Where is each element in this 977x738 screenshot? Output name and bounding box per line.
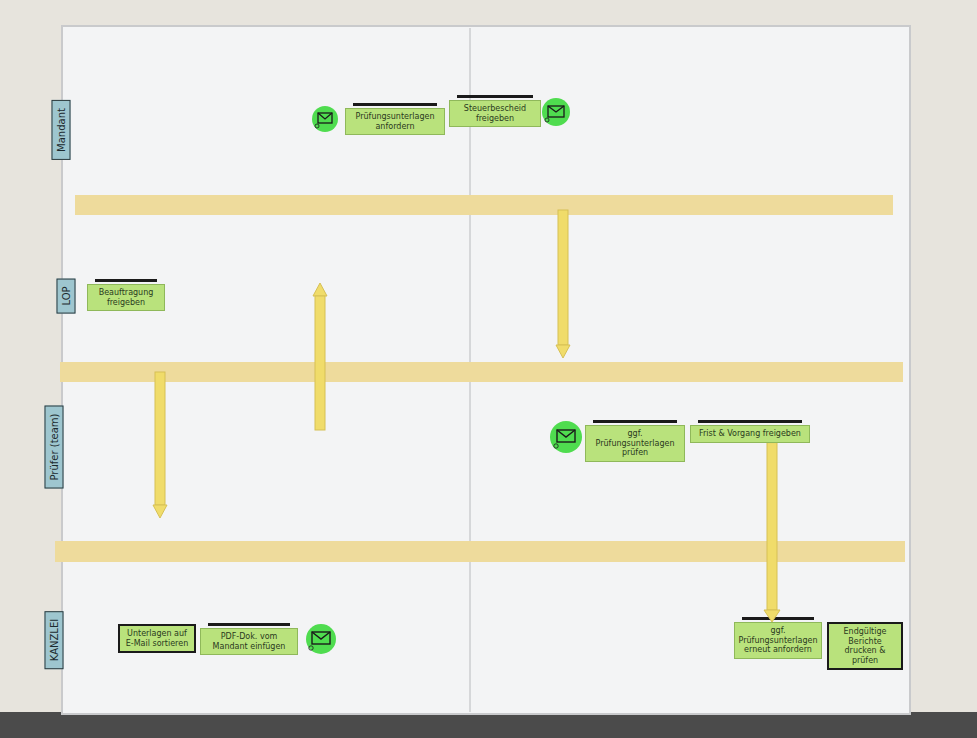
- card-holder: [698, 420, 802, 423]
- step-text: PDF-Dok. vom Mandant einfügen: [204, 632, 294, 651]
- lane-name: Mandant: [56, 108, 67, 152]
- step-text: ggf. Prüfungsunterlagen erneut anfordern: [738, 626, 818, 655]
- step-text: Endgültige Berichte drucken & prüfen: [832, 627, 898, 665]
- mail-icons: [306, 98, 582, 654]
- process-card: ggf. Prüfungsunterlagen erneut anfordern: [734, 622, 822, 659]
- process-card: ggf. Prüfungsunterlagen prüfen: [585, 425, 685, 462]
- card-holder: [95, 279, 157, 282]
- card-holder: [742, 617, 814, 620]
- process-card: Unterlagen auf E-Mail sortieren: [118, 624, 196, 653]
- lane-label: LOP: [57, 278, 76, 313]
- step-text: Beauftragung freigeben: [91, 288, 161, 307]
- process-card: Steuerbescheid freigeben: [449, 100, 541, 127]
- process-card: Prüfungsunterlagen anfordern: [345, 108, 445, 135]
- step-text: ggf. Prüfungsunterlagen prüfen: [589, 429, 681, 458]
- process-card: Beauftragung freigeben: [87, 284, 165, 311]
- lane-name: Prüfer (team): [49, 413, 60, 480]
- lane-divider: [60, 362, 903, 382]
- flow-arrows: [153, 210, 570, 518]
- card-holder: [208, 623, 290, 626]
- step-text: Unterlagen auf E-Mail sortieren: [123, 629, 191, 648]
- process-card: Frist & Vorgang freigeben: [690, 425, 810, 443]
- flow-arrow: [764, 443, 780, 622]
- process-card: PDF-Dok. vom Mandant einfügen: [200, 628, 298, 655]
- process-card: Endgültige Berichte drucken & prüfen: [827, 622, 903, 670]
- card-holder: [353, 103, 437, 106]
- step-text: Frist & Vorgang freigeben: [694, 429, 806, 439]
- lane-name: KANZLEI: [49, 619, 60, 661]
- lane-divider: [75, 195, 893, 215]
- step-text: Steuerbescheid freigeben: [453, 104, 537, 123]
- lane-label: KANZLEI: [45, 611, 64, 669]
- card-holder: [457, 95, 533, 98]
- floor: [0, 712, 977, 738]
- step-text: Prüfungsunterlagen anfordern: [349, 112, 441, 131]
- card-holder: [593, 420, 677, 423]
- lane-name: LOP: [61, 286, 72, 305]
- lane-label: Prüfer (team): [45, 405, 64, 488]
- lane-label: Mandant: [52, 100, 71, 160]
